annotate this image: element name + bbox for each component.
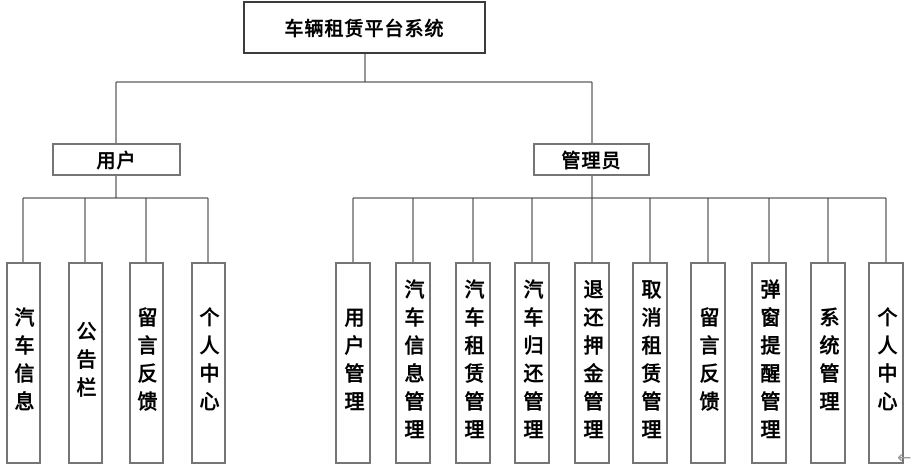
leaf-label: 个人中心 xyxy=(874,307,898,419)
node-branch-admin-label: 管理员 xyxy=(561,150,622,172)
leaf-label: 系统管理 xyxy=(816,307,840,419)
left-arrow-cursor-icon: ← xyxy=(897,448,912,468)
leaf-label: 汽车信息 xyxy=(11,307,35,419)
leaf-label: 个人中心 xyxy=(196,307,220,419)
leaf-label: 汽车租赁管理 xyxy=(461,279,485,447)
leaf-label: 退还押金管理 xyxy=(580,279,604,447)
leaf-label: 汽车归还管理 xyxy=(520,279,544,447)
leaf-node-user-management: 用户管理 xyxy=(335,262,371,464)
node-branch-admin: 管理员 xyxy=(533,143,650,176)
leaf-node-deposit-refund-management: 退还押金管理 xyxy=(574,262,610,464)
node-root-system: 车辆租赁平台系统 xyxy=(243,1,486,54)
leaf-label: 留言反馈 xyxy=(134,307,158,419)
leaf-node-popup-reminder-management: 弹窗提醒管理 xyxy=(751,262,787,464)
leaf-label: 取消租赁管理 xyxy=(638,279,662,447)
leaf-label: 公告栏 xyxy=(73,321,97,405)
node-branch-user: 用户 xyxy=(52,143,181,176)
leaf-label: 留言反馈 xyxy=(696,307,720,419)
leaf-node-personal-center-user: 个人中心 xyxy=(190,262,226,464)
leaf-label: 弹窗提醒管理 xyxy=(757,279,781,447)
leaf-node-bulletin-board: 公告栏 xyxy=(67,262,103,464)
leaf-node-personal-center-admin: 个人中心 xyxy=(868,262,904,464)
leaf-node-system-management: 系统管理 xyxy=(810,262,846,464)
leaf-node-car-info: 汽车信息 xyxy=(5,262,41,464)
leaf-node-message-feedback-user: 留言反馈 xyxy=(128,262,164,464)
node-branch-user-label: 用户 xyxy=(96,150,137,172)
leaf-label: 汽车信息管理 xyxy=(401,279,425,447)
node-root-label: 车辆租赁平台系统 xyxy=(284,18,445,40)
leaf-node-car-return-management: 汽车归还管理 xyxy=(514,262,550,464)
leaf-label: 用户管理 xyxy=(341,307,365,419)
leaf-node-car-rental-management: 汽车租赁管理 xyxy=(455,262,491,464)
leaf-node-message-feedback-admin: 留言反馈 xyxy=(690,262,726,464)
leaf-node-cancel-rental-management: 取消租赁管理 xyxy=(632,262,668,464)
leaf-node-car-info-management: 汽车信息管理 xyxy=(395,262,431,464)
